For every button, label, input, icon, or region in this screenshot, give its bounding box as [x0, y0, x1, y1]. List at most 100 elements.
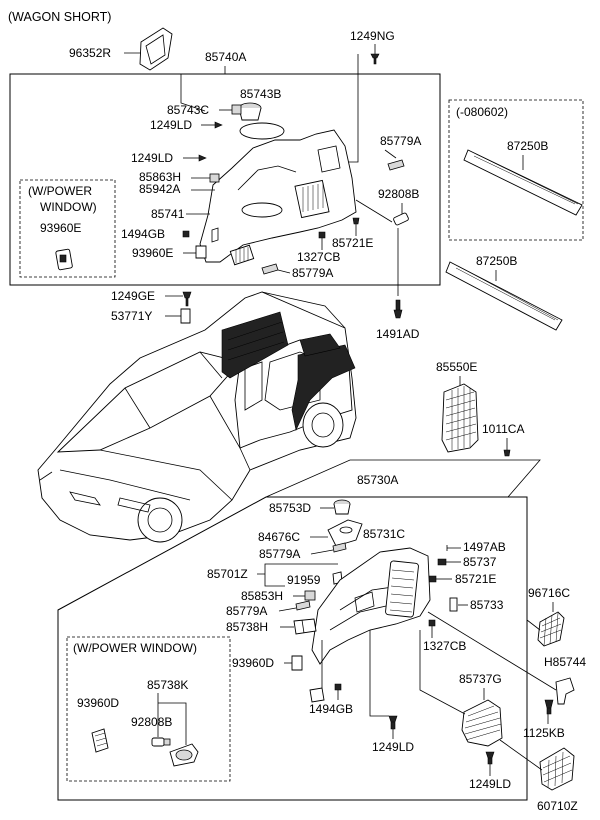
- label-93960e[interactable]: 93960E: [132, 246, 173, 260]
- clip-85733: [449, 597, 458, 612]
- switch-93960d-side: [291, 655, 303, 671]
- wagon-short-header: (WAGON SHORT): [8, 10, 111, 24]
- label-85550e[interactable]: 85550E: [436, 360, 477, 374]
- label-53771y[interactable]: 53771Y: [111, 309, 152, 323]
- screw-1249ld-c: [388, 715, 398, 730]
- label-1497ab[interactable]: 1497AB: [463, 540, 506, 554]
- leader-96716c-body: [526, 619, 541, 631]
- cup-85753d: [333, 499, 351, 515]
- rear-quarter-trim-lower: [309, 547, 431, 703]
- label-85730a[interactable]: 85730A: [357, 473, 398, 487]
- power-window-header-1b: WINDOW): [40, 200, 97, 214]
- label-85733[interactable]: 85733: [470, 598, 504, 612]
- label-1491ad[interactable]: 1491AD: [376, 327, 420, 341]
- label-85721e-b[interactable]: 85721E: [455, 572, 496, 586]
- lamp-bulb-92808b-a: [393, 212, 409, 226]
- lamp-85738k: [169, 743, 199, 767]
- leader-96352r-down: [180, 74, 206, 112]
- label-85753d[interactable]: 85753D: [269, 501, 311, 515]
- garnish-87250b-b: [445, 261, 563, 331]
- label-85741[interactable]: 85741: [151, 207, 185, 221]
- leader-85779a-b: [277, 269, 291, 274]
- screw-1249ld-d: [485, 751, 495, 765]
- label-1249ng[interactable]: 1249NG: [350, 29, 395, 43]
- label-93960d-side[interactable]: 93960D: [232, 656, 274, 670]
- leader-1249ld-c-body: [369, 630, 389, 717]
- label-1249ge[interactable]: 1249GE: [111, 289, 155, 303]
- grille-60710z: [539, 747, 575, 791]
- screw-1249ld-a: [214, 121, 223, 129]
- vehicle-illustration: [37, 291, 357, 543]
- label-85738k[interactable]: 85738K: [147, 678, 188, 692]
- label-1494gb-a[interactable]: 1494GB: [121, 227, 165, 241]
- clip-85721e-b: [428, 575, 437, 583]
- label-85721e-a[interactable]: 85721E: [332, 236, 373, 250]
- screw-1125kb: [544, 699, 554, 715]
- screw-1491ad: [393, 299, 403, 319]
- label-85737g[interactable]: 85737G: [459, 672, 502, 686]
- switch-93960e: [195, 245, 207, 259]
- label-1249ld-b[interactable]: 1249LD: [131, 151, 173, 165]
- clip-1011ca: [503, 449, 511, 457]
- label-85779a-d[interactable]: 85779A: [226, 604, 267, 618]
- label-85731c[interactable]: 85731C: [363, 527, 405, 541]
- garnish-87250b-a: [463, 149, 583, 216]
- screw-1249ge: [182, 291, 192, 307]
- screw-1249ng: [370, 53, 380, 65]
- label-85737[interactable]: 85737: [463, 555, 497, 569]
- label-84676c[interactable]: 84676C: [258, 530, 300, 544]
- label-1125kb[interactable]: 1125KB: [523, 726, 565, 740]
- label-93960e-box[interactable]: 93960E: [40, 221, 81, 235]
- clip-1327cb-a: [318, 231, 326, 239]
- bulb-92808b-b: [151, 737, 171, 747]
- label-85853h[interactable]: 85853H: [241, 589, 283, 603]
- label-93960d[interactable]: 93960D: [77, 696, 119, 710]
- cover-96352r: [139, 27, 173, 71]
- label-1011ca[interactable]: 1011CA: [482, 422, 524, 436]
- label-87250b-a[interactable]: 87250B: [507, 139, 548, 153]
- cup-holder-85743b: [238, 102, 262, 121]
- leader-85738k: [157, 693, 187, 745]
- label-92808b-a[interactable]: 92808B: [378, 187, 419, 201]
- clip-85779a-c: [332, 542, 347, 553]
- label-1249ld-a[interactable]: 1249LD: [150, 118, 192, 132]
- label-85740a[interactable]: 85740A: [205, 50, 246, 64]
- label-85779a-b[interactable]: 85779A: [292, 266, 333, 280]
- label-85738h[interactable]: 85738H: [226, 620, 268, 634]
- label-1249ld-d[interactable]: 1249LD: [469, 777, 511, 791]
- label-85779a-c[interactable]: 85779A: [259, 547, 300, 561]
- bracket-53771y: [180, 308, 191, 324]
- label-1327cb-b[interactable]: 1327CB: [423, 639, 466, 653]
- label-85863h[interactable]: 85863H: [139, 170, 181, 184]
- clip-85721e-a: [352, 217, 360, 225]
- clip-1327cb-b: [428, 619, 436, 627]
- label-87250b-b[interactable]: 87250B: [476, 254, 517, 268]
- label-60710z[interactable]: 60710Z: [537, 799, 578, 813]
- label-h85744[interactable]: H85744: [544, 655, 586, 669]
- grille-96716c: [537, 611, 565, 647]
- leader-60710z-body: [499, 739, 543, 771]
- power-window-box-lower: [66, 636, 231, 782]
- clip-1494gb-a: [182, 230, 190, 238]
- label-92808b-b[interactable]: 92808B: [131, 715, 172, 729]
- label-96352r[interactable]: 96352R: [69, 46, 111, 60]
- label-85701z[interactable]: 85701Z: [207, 567, 248, 581]
- label-1327cb-a[interactable]: 1327CB: [297, 250, 340, 264]
- leader-85779a-c: [310, 549, 334, 555]
- power-window-header-2: (W/POWER WINDOW): [73, 641, 197, 655]
- clip-85737: [437, 558, 447, 566]
- label-85743c[interactable]: 85743C: [167, 103, 209, 117]
- label-85779a-a[interactable]: 85779A: [380, 134, 421, 148]
- clip-85779a-d: [295, 600, 311, 611]
- label-85942a[interactable]: 85942A: [139, 182, 180, 196]
- clip-85863h: [209, 173, 220, 183]
- switch-93960e-box: [55, 248, 73, 271]
- label-1494gb-b[interactable]: 1494GB: [309, 702, 353, 716]
- label-96716c[interactable]: 96716C: [528, 586, 570, 600]
- cover-85737g: [461, 699, 503, 747]
- label-91959[interactable]: 91959: [287, 573, 321, 587]
- lamp-85738h: [293, 618, 317, 635]
- label-1249ld-c[interactable]: 1249LD: [372, 740, 414, 754]
- switch-93960d: [91, 728, 109, 753]
- label-85743b[interactable]: 85743B: [240, 87, 281, 101]
